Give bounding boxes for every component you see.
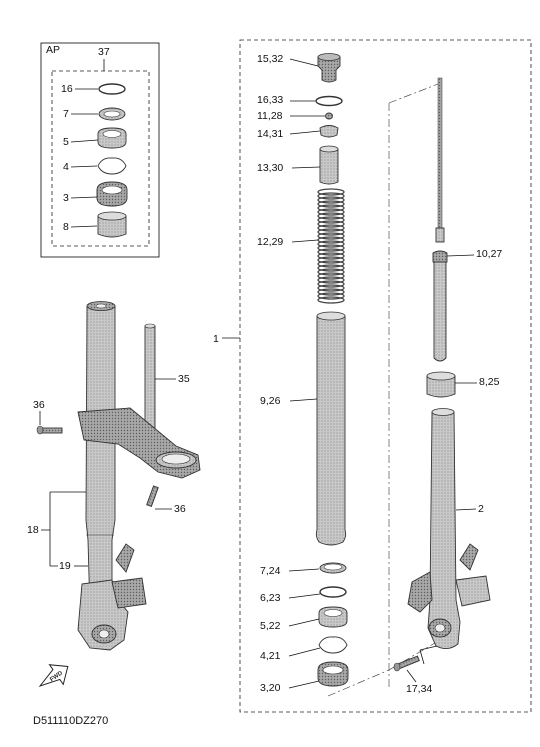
spring-coil: [317, 264, 345, 272]
spring-coil: [317, 216, 345, 224]
label-6-23: 6,23: [260, 592, 281, 604]
spring-coil: [317, 240, 345, 248]
cap-bolt: [317, 53, 341, 83]
spring-coil: [317, 276, 345, 284]
ap-label-16: 16: [61, 83, 73, 95]
label-19: 19: [59, 560, 71, 572]
ap-label-8: 8: [63, 221, 69, 233]
ap-label-3: 3: [63, 192, 69, 204]
assembled-fork-left: [36, 301, 201, 651]
spring-coil: [317, 280, 345, 288]
spring-coil: [317, 200, 345, 208]
spring-coil: [317, 204, 345, 212]
label-35: 35: [178, 373, 190, 385]
outer-tube: [407, 408, 491, 649]
spring-coil: [317, 212, 345, 220]
axle-pinch-bolt: [393, 655, 420, 672]
spring-coil: [317, 284, 345, 292]
spring-coil: [317, 224, 345, 232]
spring-coil: [317, 296, 345, 304]
ap-kit-box: AP 37 16 7 5 4 3 8: [40, 42, 160, 258]
label-1: 1: [213, 333, 219, 345]
ap-label-7: 7: [63, 108, 69, 120]
label-2: 2: [478, 503, 484, 515]
spring-coil: [317, 260, 345, 268]
spring-coil: [317, 248, 345, 256]
label-17-34: 17,34: [406, 683, 432, 695]
spring-coil: [317, 208, 345, 216]
spring-coil: [317, 292, 345, 300]
spring-coil: [317, 220, 345, 228]
spring-coil: [317, 252, 345, 260]
label-8-25: 8,25: [479, 376, 500, 388]
ap-title: AP: [46, 44, 60, 56]
damper-rod-assembly: [432, 77, 448, 362]
spring-coil: [317, 196, 345, 204]
label-10-27: 10,27: [476, 248, 502, 260]
ap-label-4: 4: [63, 161, 69, 173]
label-12-29: 12,29: [257, 236, 283, 248]
ap-ref-37: 37: [98, 46, 110, 58]
inner-tube: [315, 311, 347, 546]
label-3-20: 3,20: [260, 682, 281, 694]
diagram-code: D511110DZ270: [33, 715, 108, 727]
label-13-30: 13,30: [257, 162, 283, 174]
spring-coil: [317, 288, 345, 296]
spring-coil: [317, 188, 345, 196]
spring-coil: [317, 268, 345, 276]
label-16-33: 16,33: [257, 94, 283, 106]
label-36-upper: 36: [33, 399, 45, 411]
spring-coil: [317, 232, 345, 240]
spring-coil: [317, 244, 345, 252]
fwd-arrow-icon: FWD: [38, 664, 69, 687]
spring-coil: [317, 272, 345, 280]
fork-exploded-frame: [239, 39, 532, 713]
spacer-tube: [319, 145, 339, 185]
label-4-21: 4,21: [260, 650, 281, 662]
fork-spring: [317, 188, 345, 304]
label-11-28: 11,28: [257, 110, 283, 122]
label-15-32: 15,32: [257, 53, 283, 65]
spring-coil: [317, 228, 345, 236]
spring-coil: [317, 256, 345, 264]
label-36-lower: 36: [174, 503, 186, 515]
label-9-26: 9,26: [260, 395, 281, 407]
ap-label-5: 5: [63, 136, 69, 148]
label-5-22: 5,22: [260, 620, 281, 632]
label-18: 18: [27, 524, 39, 536]
spring-coil: [317, 192, 345, 200]
label-14-31: 14,31: [257, 128, 283, 140]
label-7-24: 7,24: [260, 565, 281, 577]
